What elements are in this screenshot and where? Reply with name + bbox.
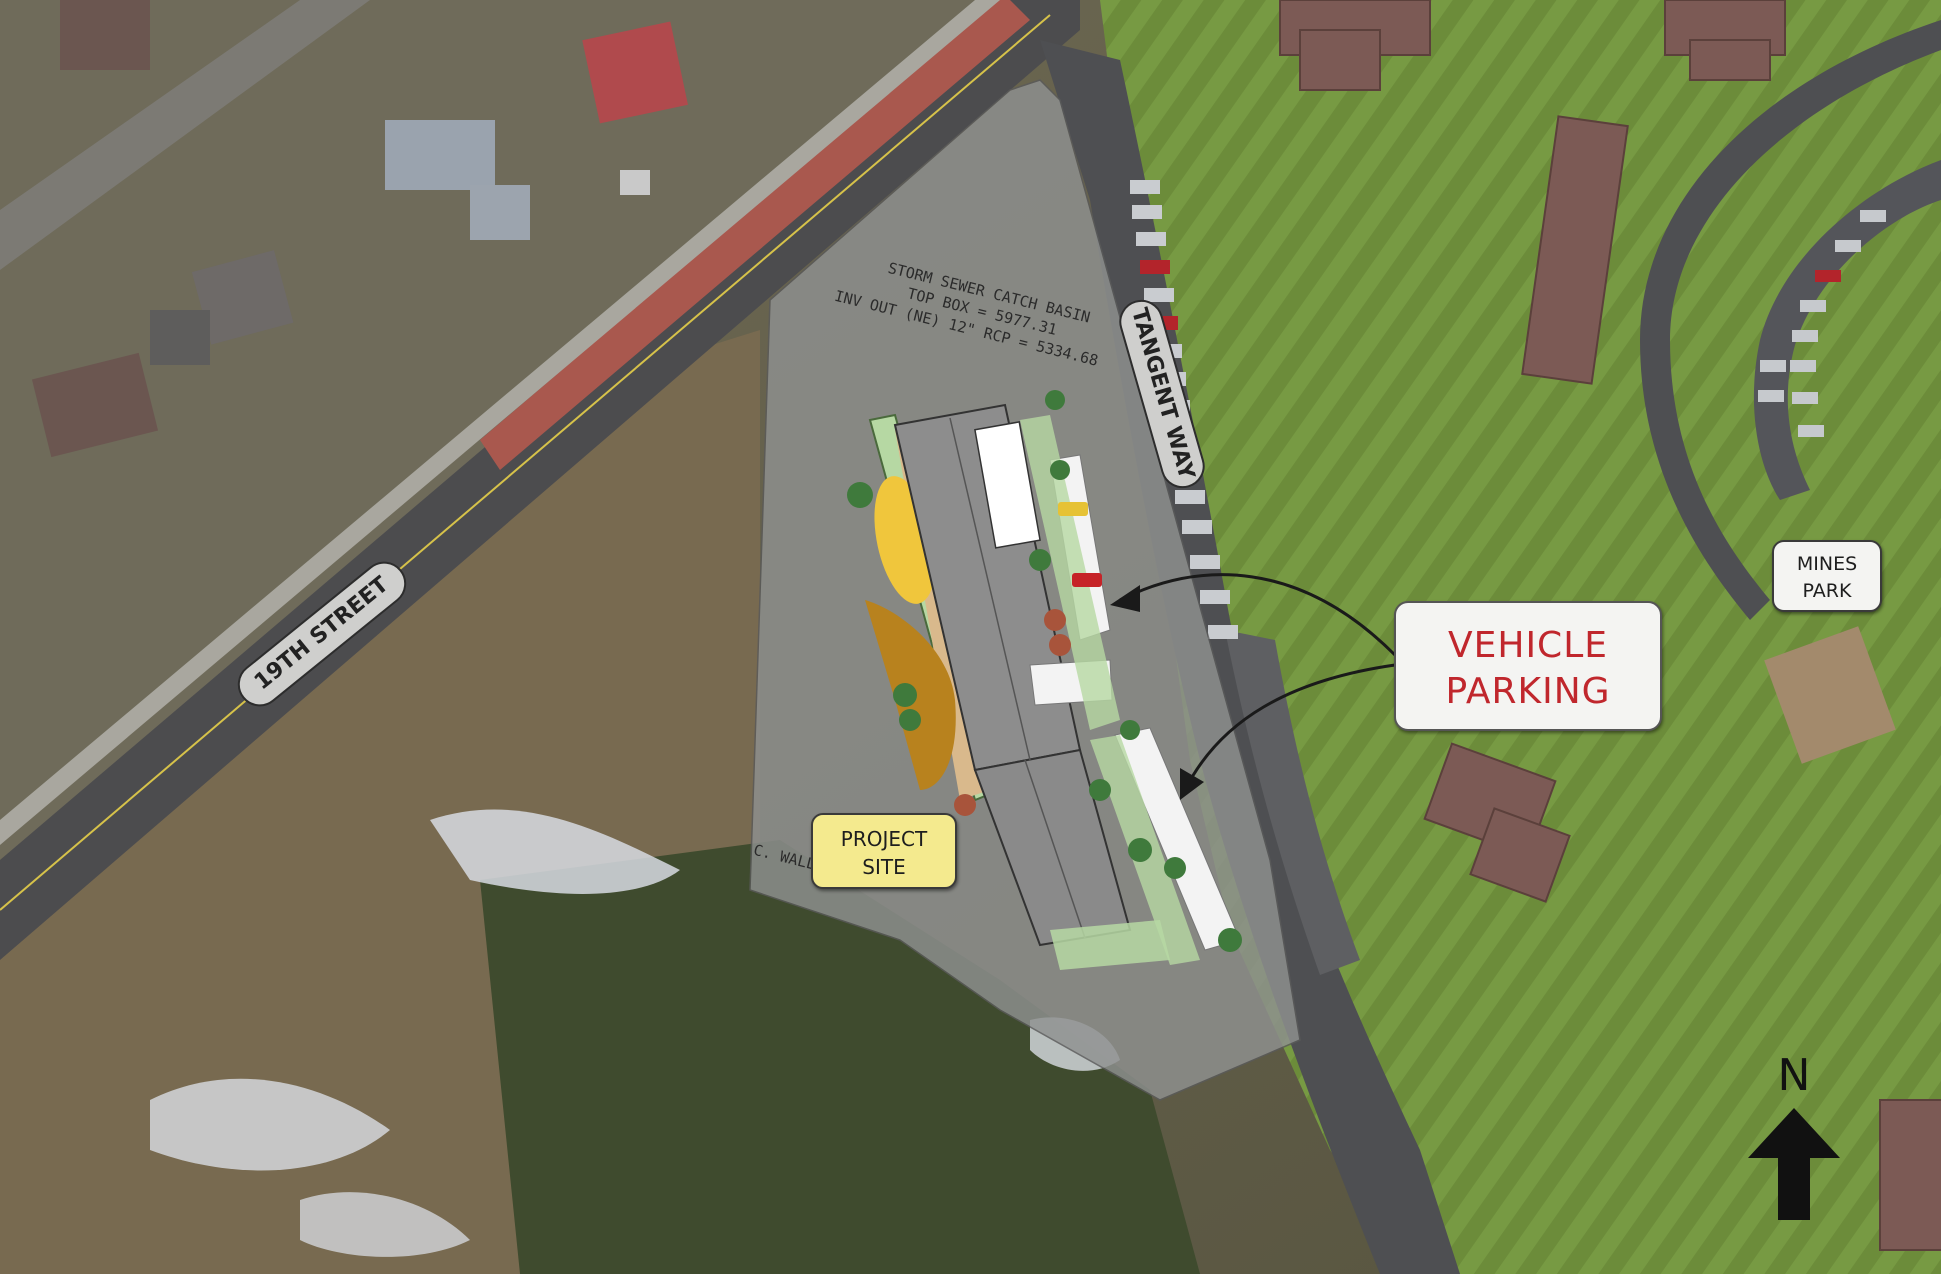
- wooded-area: [480, 840, 1200, 1274]
- roof-panel: [974, 421, 1041, 549]
- site-car: [1072, 573, 1102, 587]
- snow-patch: [430, 809, 680, 894]
- arrow-head-icon: [1110, 585, 1140, 612]
- landscape-strip-east: [1020, 415, 1120, 730]
- parking-lot-east: [1753, 160, 1941, 500]
- label-line: MINES: [1796, 553, 1858, 575]
- site-trees: [847, 390, 1242, 952]
- playground: [1764, 626, 1896, 764]
- road-mines-park: [1640, 20, 1941, 620]
- label-line: PROJECT: [840, 827, 928, 851]
- parking-lot: [1225, 630, 1360, 975]
- north-arrow-icon: N: [1748, 1052, 1840, 1222]
- snow-patch: [150, 1078, 390, 1171]
- roof-ridge: [1024, 759, 1086, 939]
- label-line: PARK: [1802, 580, 1852, 602]
- arrow-head-icon: [1180, 768, 1204, 800]
- north-label: N: [1777, 1050, 1811, 1101]
- curved-arrow-icon: [1183, 663, 1396, 791]
- vehicle-parking-callout: VEHICLE PARKING: [1394, 601, 1662, 731]
- callout-line: VEHICLE: [1448, 625, 1608, 666]
- road-centerline: [0, 14, 1051, 911]
- snow-patch: [300, 1192, 470, 1257]
- arrow-up-icon: [1748, 1108, 1840, 1220]
- mines-park-label: MINES PARK: [1772, 540, 1882, 612]
- roof-ridge: [949, 417, 1031, 761]
- project-site-label: PROJECT SITE: [811, 813, 957, 889]
- callout-line: PARKING: [1445, 671, 1611, 712]
- road-19th-street: [0, 0, 1080, 960]
- label-line: SITE: [862, 855, 906, 879]
- parked-cars-east: [1758, 210, 1886, 437]
- townhouses: [1279, 0, 1941, 1251]
- houses: [31, 0, 688, 458]
- curved-arrow-icon: [1119, 573, 1397, 657]
- site-car: [1058, 502, 1088, 516]
- bike-lane: [480, 0, 1030, 470]
- residential-street: [0, 0, 370, 270]
- landscape-strip-south: [1050, 920, 1170, 970]
- sidewalk: [0, 0, 1000, 845]
